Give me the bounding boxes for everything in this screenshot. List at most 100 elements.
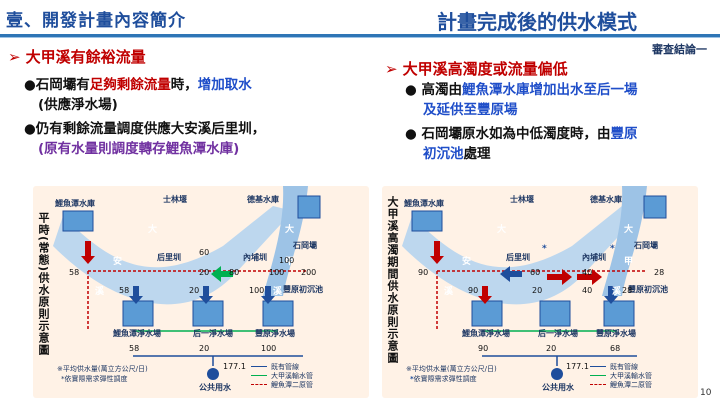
river-char: 安 bbox=[113, 257, 123, 267]
flow-value: 20 bbox=[546, 344, 557, 353]
flow-value: 200 bbox=[301, 268, 317, 277]
plant2-tank bbox=[539, 300, 571, 327]
label-shigang: 石岡壩 bbox=[634, 241, 658, 250]
flow-value: 28 bbox=[622, 286, 633, 295]
flow-value: 80 bbox=[229, 268, 240, 277]
slide-title: 計畫完成後的供水模式 bbox=[437, 10, 637, 34]
flow-value: 20 bbox=[532, 286, 543, 295]
arrow-bullet-icon: ➢ bbox=[385, 60, 398, 78]
label-plant2: 后一淨水場 bbox=[193, 329, 233, 338]
side-label: 平時(常態)供水原則示意圖 bbox=[37, 212, 50, 357]
river-char: 甲 bbox=[624, 257, 634, 267]
section-title: 壹、開發計畫內容簡介 bbox=[6, 11, 186, 31]
flow-arrow-icon bbox=[129, 286, 143, 304]
river-char: 溪 bbox=[273, 287, 283, 297]
flow-value: 20 bbox=[199, 268, 210, 277]
plant1-tank bbox=[471, 300, 503, 327]
daan-river bbox=[402, 206, 642, 305]
flow-value: 100 bbox=[279, 256, 295, 265]
flow-arrow-icon bbox=[211, 266, 233, 282]
flow-value: 60 bbox=[199, 248, 210, 257]
river-char: 安 bbox=[462, 257, 472, 267]
right-heading-row: ➢ 大甲溪高濁度或流量偏低 bbox=[385, 58, 568, 79]
left-heading: 大甲溪有餘裕流量 bbox=[25, 48, 146, 66]
flow-arrow-icon bbox=[81, 241, 95, 264]
note-unit: ※平均供水量(萬立方公尺/日) bbox=[406, 365, 497, 373]
left-bullet-1: ●石岡壩有足夠剩餘流量時，增加取水 (供應淨水場) bbox=[24, 77, 252, 113]
legend-swatch-existing bbox=[590, 366, 606, 367]
flow-arrow-icon bbox=[604, 286, 618, 304]
note-flex: *依實際需求彈性調度 bbox=[61, 375, 128, 383]
flow-value: 28 bbox=[654, 268, 665, 277]
header-bar bbox=[0, 0, 720, 36]
river-char: 大 bbox=[285, 225, 295, 235]
river-char: 大 bbox=[624, 225, 634, 235]
flow-arrow-icon bbox=[199, 286, 213, 304]
label-deji: 德基水庫 bbox=[247, 195, 279, 204]
flow-value: 58 bbox=[69, 268, 80, 277]
river-char: 大 bbox=[148, 225, 158, 235]
flow-arrow-icon bbox=[261, 286, 275, 304]
label-neipu: 內埔圳 bbox=[243, 253, 267, 262]
note-unit: ※平均供水量(萬立方公尺/日) bbox=[57, 365, 148, 373]
flow-value: 40 bbox=[582, 268, 593, 277]
label-plant1: 鯉魚潭淨水場 bbox=[113, 329, 161, 338]
river-char: 大 bbox=[497, 225, 507, 235]
label-plant2: 后一淨水場 bbox=[538, 329, 578, 338]
flow-value: 20 bbox=[199, 344, 210, 353]
header-divider-thin bbox=[0, 37, 720, 38]
legend-swatch-dajia bbox=[590, 375, 606, 376]
page-number: 10 bbox=[700, 388, 712, 398]
legend-existing: 既有管線 bbox=[610, 363, 638, 371]
label-plant3: 豐原淨水場 bbox=[596, 329, 636, 338]
flow-value: 90 bbox=[478, 344, 489, 353]
label-forest-weir: 士林堰 bbox=[510, 195, 534, 204]
plant3-tank bbox=[603, 300, 635, 327]
label-plant3: 豐原淨水場 bbox=[255, 329, 295, 338]
dot-bullet-icon: ● bbox=[405, 82, 417, 98]
flow-value: 100 bbox=[269, 268, 285, 277]
deji-tank bbox=[643, 195, 667, 219]
deji-tank bbox=[297, 195, 321, 219]
legend-swatch-liyu bbox=[251, 384, 267, 385]
reservoir-tank bbox=[62, 210, 94, 232]
star-icon: * bbox=[410, 375, 414, 383]
diagram-turbid-svg bbox=[402, 186, 667, 380]
faucet-icon bbox=[207, 368, 219, 380]
note-flex: *依實際需求彈性調度 bbox=[410, 375, 477, 383]
reservoir-tank bbox=[411, 210, 443, 232]
flow-arrow-icon bbox=[430, 241, 444, 264]
flow-value: 90 bbox=[418, 268, 429, 277]
plant1-tank bbox=[122, 300, 154, 327]
dajia-river bbox=[263, 186, 308, 296]
diagram-normal-svg bbox=[53, 186, 321, 380]
header-divider bbox=[0, 34, 720, 37]
legend-swatch-dajia bbox=[251, 375, 267, 376]
flow-arrow-icon bbox=[547, 269, 572, 285]
legend-existing: 既有管線 bbox=[271, 363, 299, 371]
flow-value: 20 bbox=[189, 286, 200, 295]
left-bullet-2: ●仍有剩餘流量調度供應大安溪后里圳， (原有水量則調度轉存鯉魚潭水庫) bbox=[24, 121, 266, 157]
legend-swatch-existing bbox=[251, 366, 267, 367]
flow-arrow-icon bbox=[500, 266, 522, 282]
faucet-icon bbox=[551, 368, 563, 380]
dot-bullet-icon: ● bbox=[24, 77, 36, 93]
diagram-panel-normal: 平時(常態)供水原則示意圖 鯉魚潭水庫 士林堰 德基水庫 大 安 溪 大 甲 溪… bbox=[33, 186, 369, 398]
legend-swatch-liyu bbox=[590, 384, 606, 385]
star-mark: * bbox=[542, 244, 547, 254]
label-neipu: 內埔圳 bbox=[582, 253, 606, 262]
river-char: 溪 bbox=[444, 287, 454, 297]
label-fengyuan-pre: 豐原初沉池 bbox=[628, 285, 668, 294]
legend-liyu: 鯉魚潭二原管 bbox=[271, 381, 313, 389]
left-heading-row: ➢ 大甲溪有餘裕流量 bbox=[8, 46, 146, 67]
dajia-river bbox=[602, 186, 647, 296]
flow-value: 68 bbox=[610, 344, 621, 353]
label-public: 公共用水 bbox=[542, 383, 574, 392]
flow-value: 100 bbox=[261, 344, 277, 353]
flow-value: 177.1 bbox=[566, 362, 589, 371]
label-shigang: 石岡壩 bbox=[293, 241, 317, 250]
right-bullet-2: ● 石岡壩原水如為中低濁度時，由豐原 初沉池處理 bbox=[405, 126, 638, 162]
flow-arrow-icon bbox=[478, 286, 492, 304]
label-deji: 德基水庫 bbox=[590, 195, 622, 204]
label-houli: 后里圳 bbox=[506, 253, 530, 262]
